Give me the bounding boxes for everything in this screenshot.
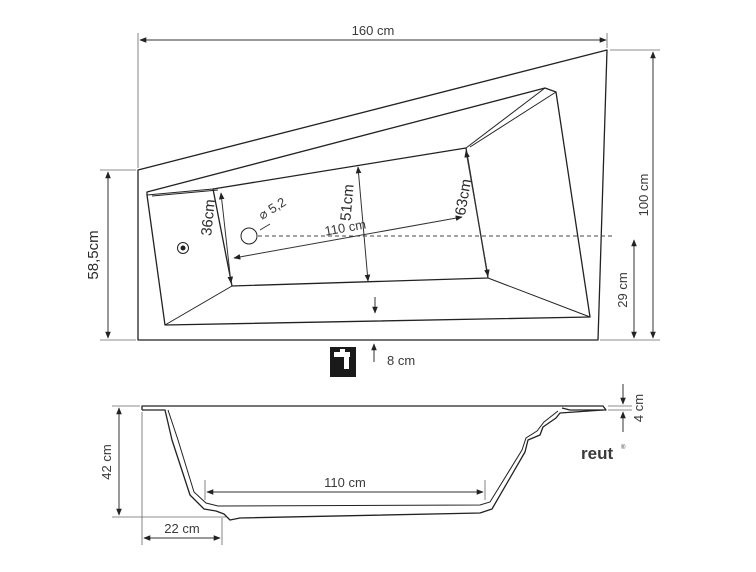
drain-hole xyxy=(240,227,258,245)
rim-height-label: 4 cm xyxy=(631,394,646,422)
left-height-label: 58,5cm xyxy=(85,230,102,279)
brand-logo: reut ® xyxy=(581,444,626,463)
faucet-offset-label: 8 cm xyxy=(387,353,415,368)
side-body-inner xyxy=(167,409,559,507)
overflow-center xyxy=(180,245,186,251)
tub-outer-rim xyxy=(137,49,608,341)
inner-length-label: 110 cm xyxy=(323,217,367,239)
svg-text:®: ® xyxy=(621,444,626,451)
width-dimension-label: 160 cm xyxy=(352,23,395,38)
drain-diameter-label: ⌀ 5,2 xyxy=(256,194,289,222)
svg-text:reut: reut xyxy=(581,444,613,463)
inner-left-width-label: 36cm xyxy=(198,198,219,236)
side-height-label: 42 cm xyxy=(99,444,114,479)
overflow-hole xyxy=(177,242,189,254)
side-view: 42 cm 4 cm 110 cm 22 cm reut ® xyxy=(99,384,646,545)
side-inner-length-label: 110 cm xyxy=(324,475,366,490)
drain-offset-label: 29 cm xyxy=(615,272,630,307)
inner-right-width-label: 63cm xyxy=(452,178,475,217)
inner-mid-width-label: 51cm xyxy=(337,184,357,222)
top-view: ⌀ 5,2 160 cm 100 cm 29 cm 58,5cm 36cm 51… xyxy=(85,23,660,377)
side-body-outer xyxy=(142,409,604,521)
faucet-icon xyxy=(330,347,356,377)
foot-offset-label: 22 cm xyxy=(164,521,199,536)
side-rim xyxy=(141,405,607,411)
depth-dimension-label: 100 cm xyxy=(636,174,651,217)
